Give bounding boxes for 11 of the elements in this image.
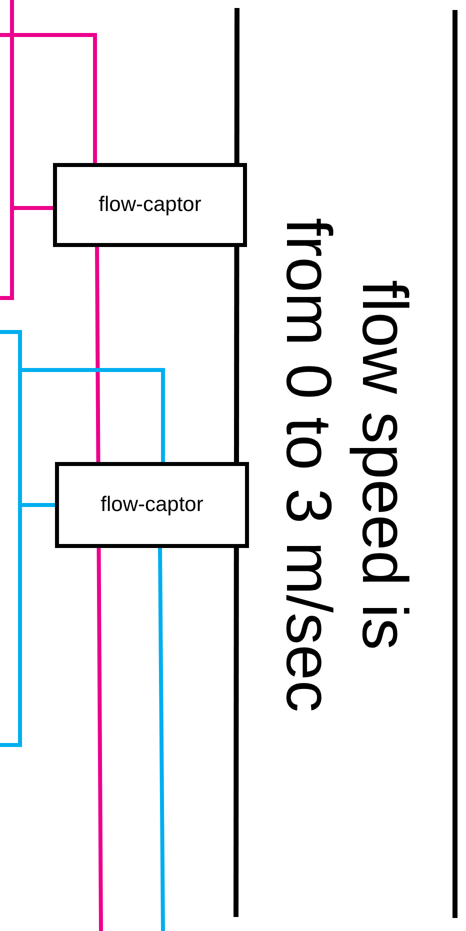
sensor-label: flow-captor bbox=[100, 493, 204, 517]
connector-line bbox=[158, 548, 165, 931]
rotated-text: flow speed is bbox=[348, 279, 422, 652]
sensor-box bbox=[55, 462, 249, 548]
connector-line bbox=[0, 33, 97, 163]
connector-line bbox=[0, 330, 165, 747]
connector-line bbox=[0, 0, 55, 300]
connector-line bbox=[20, 503, 55, 507]
sensor-box bbox=[53, 163, 247, 247]
rotated-text: from 0 to 3 m/sec bbox=[272, 216, 346, 714]
sensor-label: flow-captor bbox=[98, 193, 202, 217]
